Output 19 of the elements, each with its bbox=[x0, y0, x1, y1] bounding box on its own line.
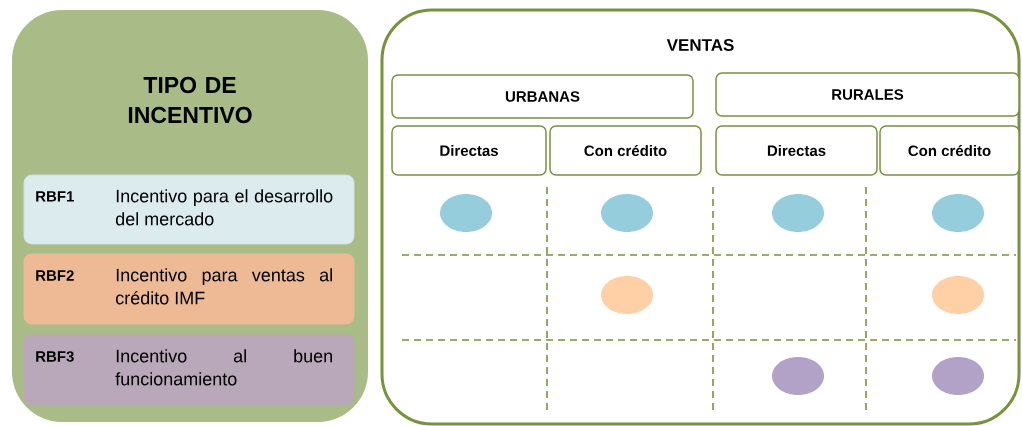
header-box: Directas bbox=[391, 125, 547, 176]
incentive-box: RBF2 Incentivo para ventas al crédito IMF bbox=[23, 253, 355, 325]
ellipse-marker bbox=[601, 276, 653, 314]
ellipse-marker bbox=[772, 357, 824, 395]
node-label: Con crédito bbox=[908, 144, 991, 157]
header-box: RURALES bbox=[715, 72, 1020, 117]
ellipse-marker bbox=[601, 194, 653, 232]
node-label: RURALES bbox=[832, 89, 904, 100]
ellipse-marker bbox=[932, 276, 984, 314]
header-box: Con crédito bbox=[879, 125, 1020, 176]
ellipse-marker bbox=[932, 357, 984, 395]
header-box: Directas bbox=[715, 125, 878, 176]
ellipse-marker bbox=[440, 194, 492, 232]
ellipse-marker bbox=[772, 194, 824, 232]
incentive-box: RBF3 Incentivo al buen funcionamiento bbox=[23, 334, 355, 406]
header-box: URBANAS bbox=[391, 74, 694, 119]
ellipse-marker bbox=[932, 194, 984, 232]
header-box: Con crédito bbox=[549, 125, 702, 176]
incentive-box: RBF1 Incentivo para el desarrollo del mercado bbox=[23, 174, 355, 245]
